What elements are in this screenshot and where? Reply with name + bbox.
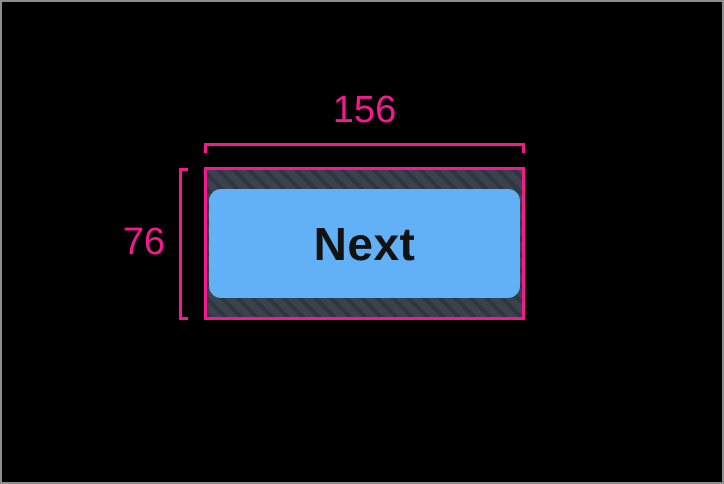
height-dimension-line bbox=[179, 168, 188, 320]
touch-target-outline: Next bbox=[204, 167, 525, 320]
touch-target-padding-hatch: Next bbox=[207, 170, 522, 317]
width-dimension-label: 156 bbox=[332, 89, 397, 131]
next-button[interactable]: Next bbox=[209, 189, 520, 298]
height-dimension-label: 76 bbox=[122, 221, 165, 263]
width-dimension-line bbox=[204, 143, 525, 153]
